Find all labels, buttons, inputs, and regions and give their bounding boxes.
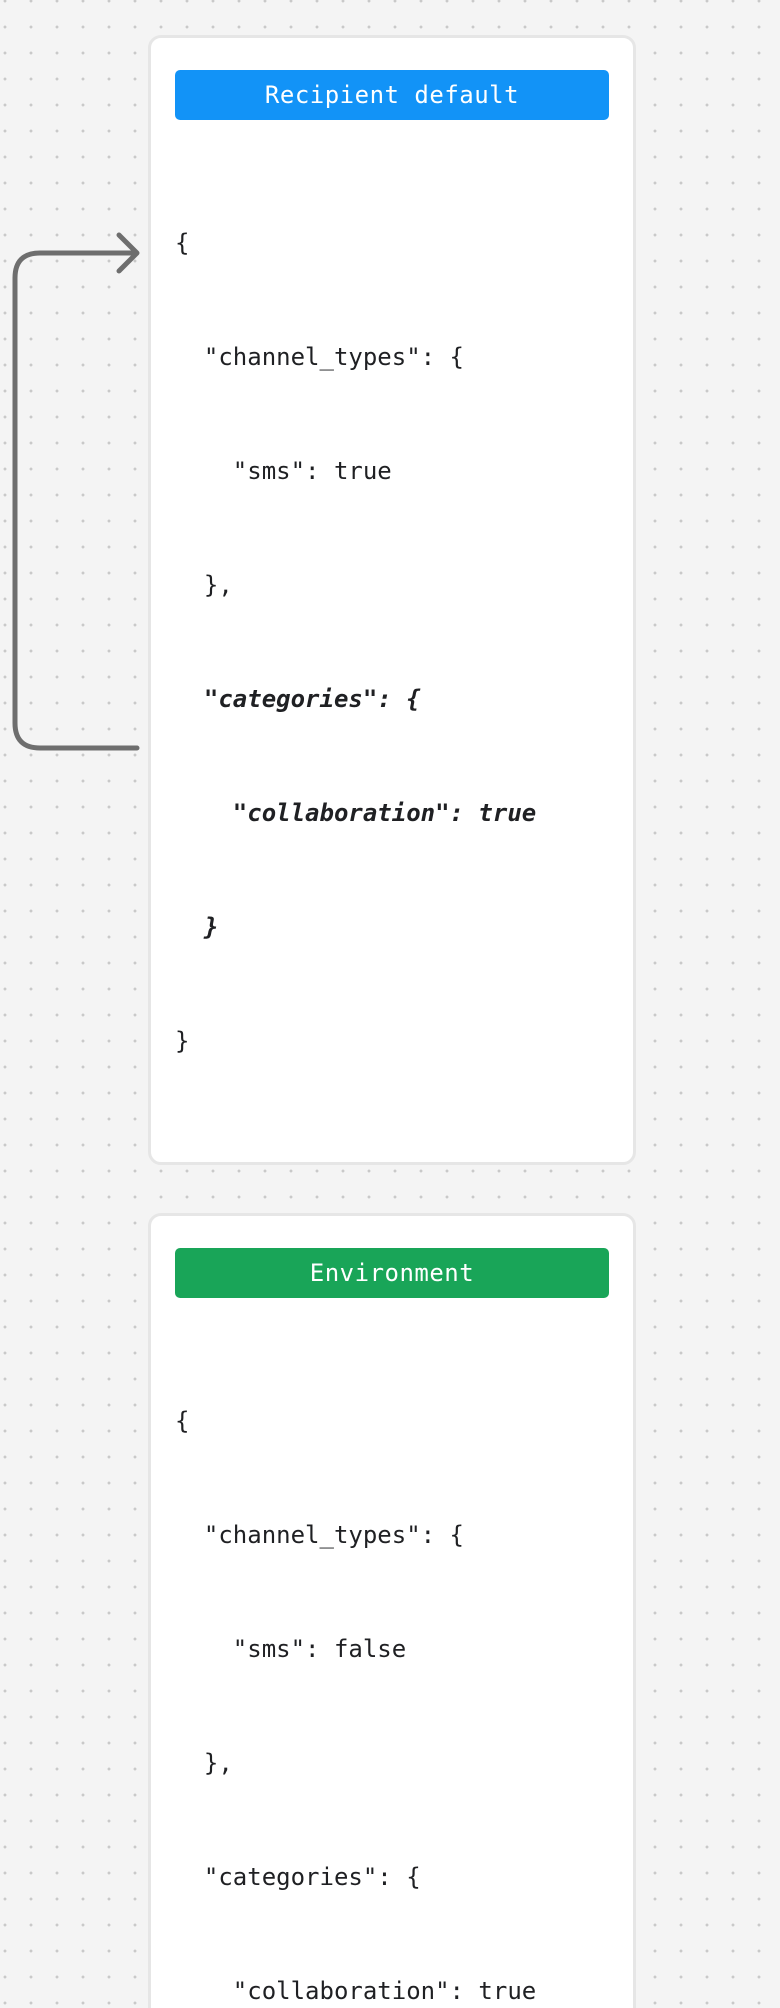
card-stack: Recipient default { "channel_types": { "… xyxy=(148,35,636,2008)
arrow-head-icon xyxy=(116,232,140,274)
code-line-highlighted: "categories": { xyxy=(175,685,421,713)
arrow-path xyxy=(12,250,140,751)
code-line: "sms": true xyxy=(175,457,392,485)
code-line: }, xyxy=(175,1749,233,1777)
card-title-recipient-default: Recipient default xyxy=(264,81,520,109)
card-header-environment: Environment xyxy=(175,1248,609,1298)
code-line-highlighted: } xyxy=(175,913,219,941)
card-header-recipient-default: Recipient default xyxy=(175,70,609,120)
code-line: { xyxy=(175,229,190,257)
card-recipient-default[interactable]: Recipient default { "channel_types": { "… xyxy=(148,35,636,1165)
code-block-environment: { "channel_types": { "sms": false }, "ca… xyxy=(175,1326,609,2008)
code-line: "collaboration": true xyxy=(175,1977,537,2005)
code-line: { xyxy=(175,1407,190,1435)
code-block-recipient-default: { "channel_types": { "sms": true }, "cat… xyxy=(175,148,609,1136)
code-line: }, xyxy=(175,571,233,599)
card-environment[interactable]: Environment { "channel_types": { "sms": … xyxy=(148,1213,636,2008)
code-line: "channel_types": { xyxy=(175,343,464,371)
code-line: "categories": { xyxy=(175,1863,421,1891)
card-title-environment: Environment xyxy=(309,1259,475,1287)
code-line: } xyxy=(175,1027,190,1055)
code-line: "channel_types": { xyxy=(175,1521,464,1549)
code-line: "sms": false xyxy=(175,1635,407,1663)
code-line-highlighted: "collaboration": true xyxy=(175,799,537,827)
